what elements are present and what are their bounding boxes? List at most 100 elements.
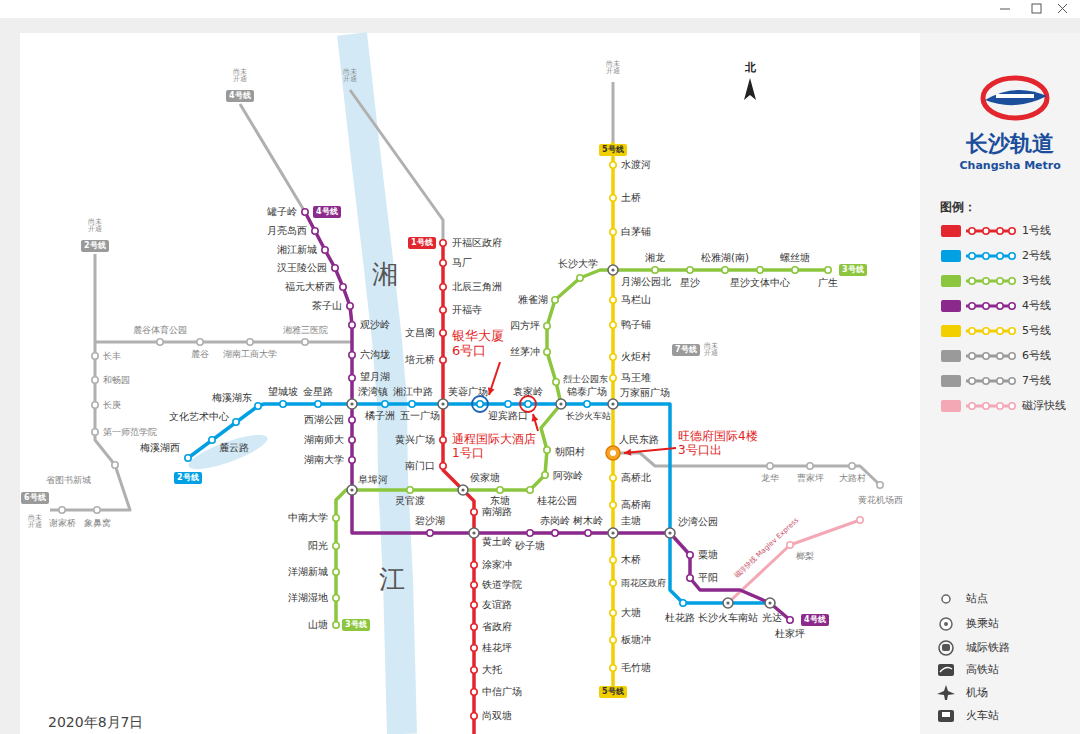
line-badge: 2号线 bbox=[81, 240, 109, 252]
line-badge-text: 4号线 bbox=[804, 615, 826, 625]
legend-icon bbox=[938, 664, 954, 676]
station-dot bbox=[349, 457, 355, 463]
station-name: 粟塘 bbox=[698, 549, 718, 561]
station-dot bbox=[610, 665, 616, 671]
station-dot bbox=[610, 322, 616, 328]
station-name: 金星路 bbox=[303, 386, 333, 398]
legend-swatch bbox=[997, 253, 1003, 259]
legend-text: 机场 bbox=[966, 687, 988, 700]
legend-swatch bbox=[983, 253, 989, 259]
station-dot bbox=[471, 602, 477, 608]
legend-text: 磁浮快线 bbox=[1022, 400, 1066, 413]
legend-text: 6号线 bbox=[1022, 350, 1051, 363]
station-name: 西湖公园 bbox=[304, 414, 344, 426]
legend-swatch bbox=[983, 328, 989, 334]
station-name: 水渡河 bbox=[621, 159, 651, 171]
north-arrow bbox=[744, 78, 756, 100]
line-badge-text: 7号线 bbox=[675, 345, 697, 355]
legend-swatch bbox=[941, 275, 961, 287]
station-dot bbox=[471, 509, 477, 515]
station-name: 烈士公园东 bbox=[563, 374, 608, 384]
station-name: 圭塘 bbox=[621, 515, 641, 527]
station-dot bbox=[471, 645, 477, 651]
window-frame bbox=[0, 0, 1080, 18]
station-name: 板塘冲 bbox=[621, 634, 651, 646]
interchange-station bbox=[347, 399, 357, 409]
planned-station-name: 湖南工商大学 bbox=[223, 349, 277, 359]
planned-station-name: 湘雅三医院 bbox=[283, 325, 328, 335]
station-dot bbox=[857, 517, 863, 523]
station-name: 锦泰广场 bbox=[567, 386, 607, 398]
station-dot bbox=[92, 353, 98, 359]
legend-swatch bbox=[969, 303, 975, 309]
station-name: 茶子山 bbox=[312, 300, 342, 312]
not-open-note: 尚未开通 bbox=[233, 69, 248, 84]
station-dot bbox=[209, 437, 215, 443]
legend-icon bbox=[944, 622, 948, 626]
station-name: 东塘 bbox=[490, 495, 510, 507]
legend-icon bbox=[936, 661, 956, 679]
legend-swatch bbox=[940, 298, 1016, 314]
station-name: 开福区政府 bbox=[452, 237, 502, 249]
station-dot bbox=[255, 403, 261, 409]
station-name: 文昌阁 bbox=[405, 327, 435, 339]
station-dot bbox=[471, 562, 477, 568]
interchange-station bbox=[608, 399, 618, 409]
metro-line bbox=[50, 254, 130, 510]
line-badge: 2号线 bbox=[174, 472, 202, 484]
station-dot bbox=[544, 323, 550, 329]
legend-swatch bbox=[940, 348, 1016, 364]
highlight-ring bbox=[520, 396, 536, 412]
legend-swatch bbox=[940, 323, 1016, 339]
interchange-station bbox=[726, 601, 729, 604]
station-dot bbox=[440, 357, 446, 363]
legend-swatch bbox=[940, 398, 1016, 414]
station-name: 湖南大学 bbox=[304, 454, 344, 466]
station-name: 阜埠河 bbox=[358, 474, 388, 486]
station-name: 湘江新城 bbox=[277, 244, 317, 256]
line-badge-text: 6号线 bbox=[24, 493, 46, 503]
planned-station-name: 曹家坪 bbox=[797, 473, 824, 483]
station-dot bbox=[477, 401, 483, 407]
not-open-note: 尚未开通 bbox=[88, 219, 103, 234]
metro-line bbox=[95, 341, 352, 344]
legend-swatch bbox=[941, 225, 961, 237]
not-open-note: 尚未开通 bbox=[28, 515, 43, 530]
line-badge-text: 2号线 bbox=[177, 473, 199, 483]
station-name: 螺丝塘 bbox=[780, 252, 810, 264]
station-dot bbox=[680, 600, 686, 606]
date-stamp: 2020年8月7日 bbox=[48, 714, 143, 730]
station-name: 月亮岛西 bbox=[267, 225, 307, 237]
legend-icon bbox=[942, 644, 950, 651]
station-dot bbox=[610, 580, 616, 586]
station-name: 福元大桥西 bbox=[285, 281, 335, 293]
station-name: 马厂 bbox=[452, 257, 472, 269]
station-dot bbox=[722, 267, 728, 273]
station-dot bbox=[92, 402, 98, 408]
station-dot bbox=[505, 401, 511, 407]
station-dot bbox=[610, 229, 616, 235]
station-dot bbox=[349, 437, 355, 443]
legend-swatch bbox=[1009, 253, 1015, 259]
station-name: 溁湾镇 bbox=[358, 386, 388, 398]
station-name: 开福寺 bbox=[452, 304, 482, 316]
interchange-station bbox=[350, 402, 353, 405]
station-name: 阳光 bbox=[308, 540, 328, 552]
station-dot bbox=[544, 349, 550, 355]
station-dot bbox=[440, 260, 446, 266]
station-name: 桂花公园 bbox=[537, 495, 577, 507]
legend-swatch bbox=[1009, 378, 1015, 384]
station-name: 鸭子铺 bbox=[621, 319, 651, 331]
station-dot bbox=[687, 575, 693, 581]
not-open-note: 尚未开通 bbox=[606, 61, 621, 76]
line-badge-text: 1号线 bbox=[411, 238, 433, 248]
station-dot bbox=[333, 515, 339, 521]
legend-icon bbox=[940, 618, 952, 630]
legend-text: 4号线 bbox=[1022, 300, 1051, 313]
station-name: 大塘 bbox=[621, 607, 641, 619]
